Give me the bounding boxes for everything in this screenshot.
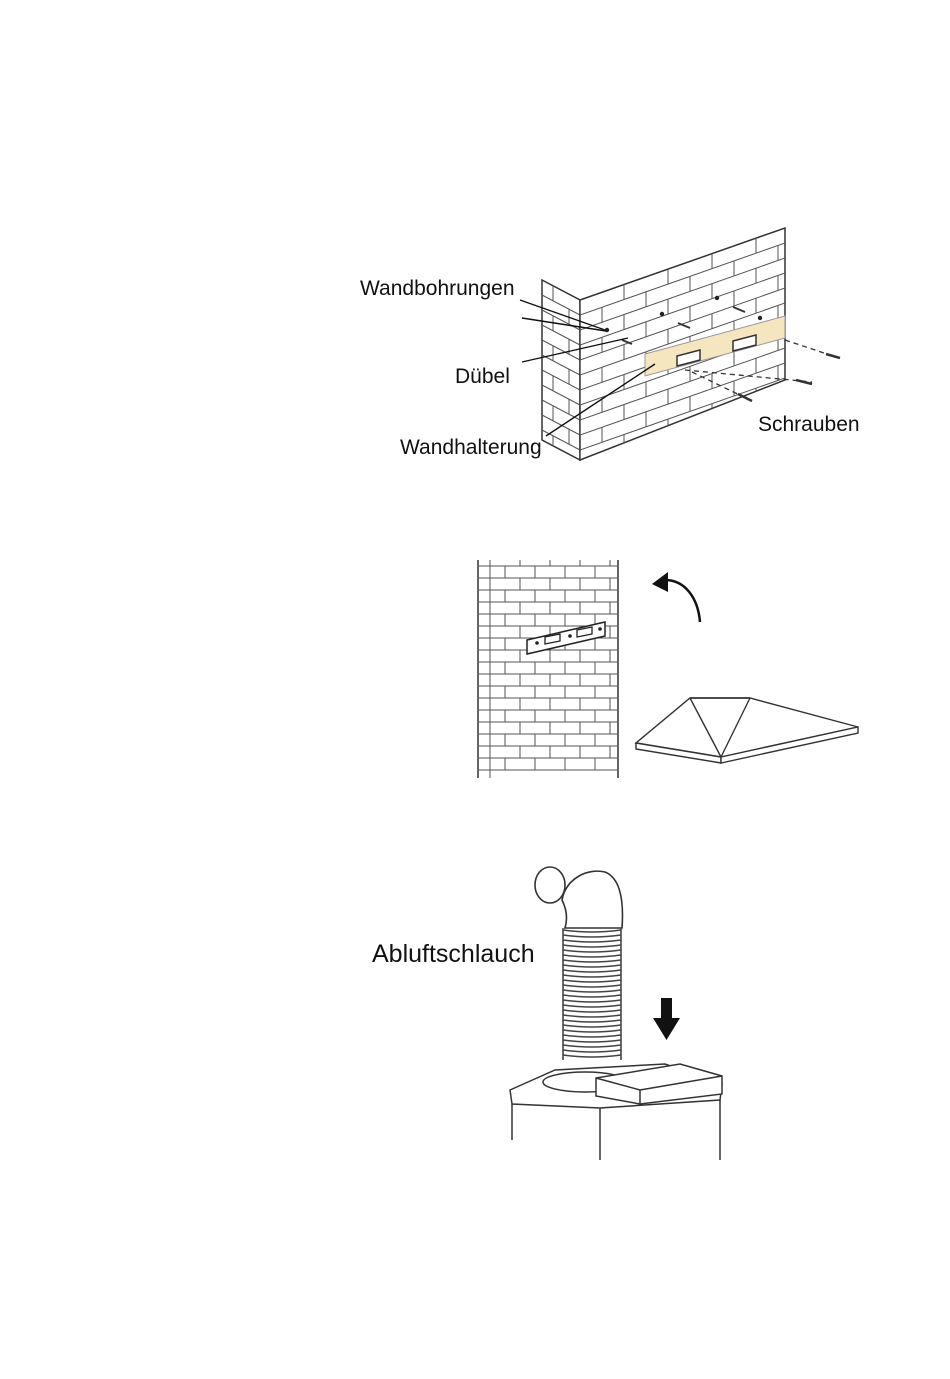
hose-ring [563, 940, 621, 942]
hood-top-unit [510, 1064, 722, 1160]
hose-ring [563, 970, 621, 972]
curved-arrow-icon [652, 572, 700, 622]
hose-ring [563, 1015, 621, 1017]
hood-canopy [636, 698, 858, 763]
label-bracket: Wandhalterung [400, 436, 542, 460]
hose-ring [563, 1050, 621, 1052]
hose-ring [563, 1035, 621, 1037]
label-screws: Schrauben [758, 413, 860, 437]
label-anchors: Dübel [455, 365, 510, 389]
hose-ring [563, 1020, 621, 1022]
hose-ring [563, 945, 621, 947]
hose-ring [563, 1030, 621, 1032]
hose-ring [563, 965, 621, 967]
hose-ring [563, 935, 621, 937]
label-wall-holes: Wandbohrungen [360, 277, 515, 301]
hose-corrugated [563, 928, 621, 1060]
wall-column [478, 554, 618, 778]
hose-ring [563, 975, 621, 977]
hose-ring [563, 1005, 621, 1007]
hose-ring [563, 1045, 621, 1047]
hose-ring [563, 985, 621, 987]
hose-ring [563, 1040, 621, 1042]
label-exhaust-hose: Abluftschlauch [372, 940, 535, 969]
hose-ring [563, 930, 621, 932]
hose-elbow [535, 867, 622, 928]
hose-ring [563, 1055, 621, 1057]
hose-ring [563, 960, 621, 962]
hose-ring [563, 995, 621, 997]
hose-ring [563, 990, 621, 992]
hose-ring [563, 980, 621, 982]
hose-ring [563, 950, 621, 952]
down-arrow-icon [653, 998, 680, 1040]
hose-ring [563, 1025, 621, 1027]
hose-ring [563, 1010, 621, 1012]
figure-hang-hood [478, 554, 858, 778]
hose-ring [563, 1000, 621, 1002]
figure-exhaust-hose [510, 867, 722, 1160]
hose-ring [563, 955, 621, 957]
